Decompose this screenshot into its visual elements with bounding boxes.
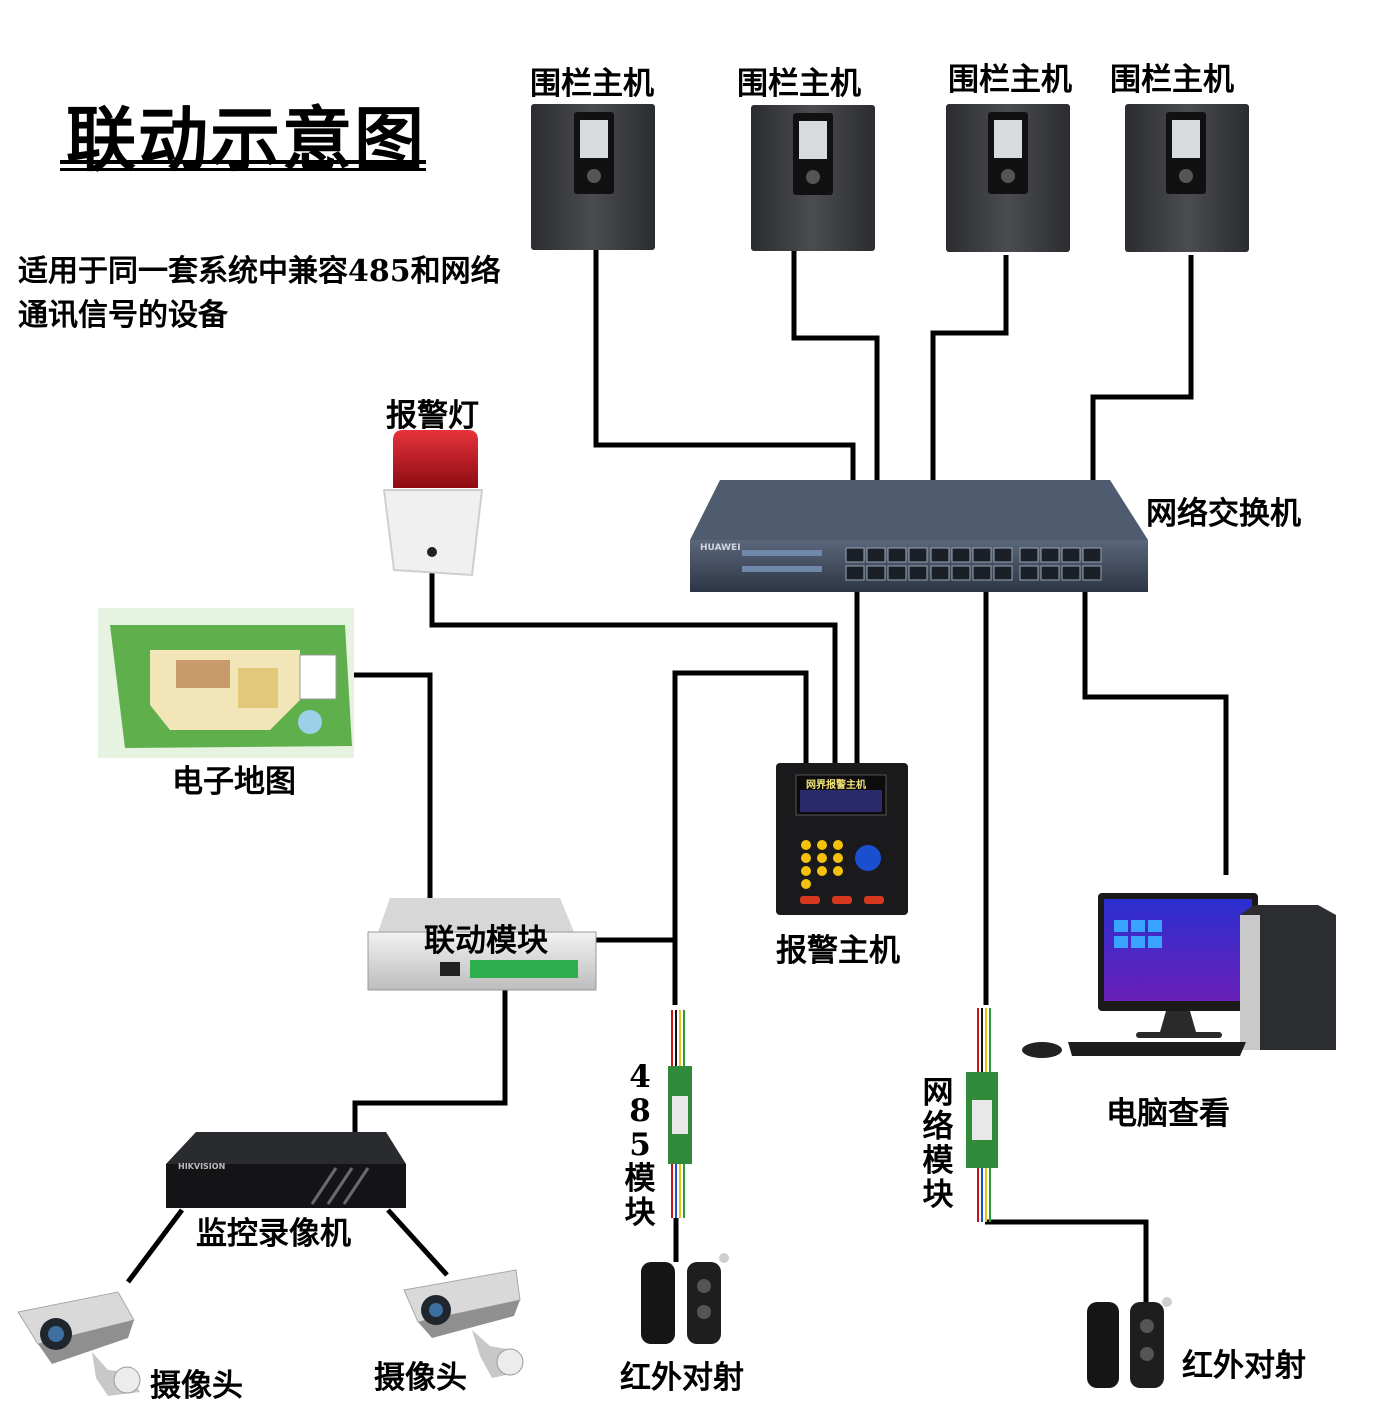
linkage-module-label: 联动模块 — [424, 923, 548, 959]
fence-host-label-2: 围栏主机 — [737, 66, 861, 102]
camera-right-device — [403, 1269, 524, 1378]
network-module-label: 网络模块 — [922, 1075, 954, 1213]
title-underline-thick — [60, 160, 426, 164]
switch-brand: HUAWEI — [700, 543, 741, 553]
nvr-brand: HIKVISION — [178, 1162, 226, 1171]
pc-label: 电脑查看 — [1106, 1096, 1230, 1132]
pc-device — [1022, 893, 1336, 1058]
fence-host-label-3: 围栏主机 — [948, 62, 1072, 98]
linkage-module-device — [367, 898, 597, 991]
wire-map-linkage — [348, 672, 433, 910]
title-underline-thin — [60, 168, 426, 171]
wire-light-alarmhost — [429, 555, 838, 765]
fence-host-device-3 — [946, 104, 1070, 252]
fence-host-device-2 — [751, 105, 875, 251]
subtitle: 适用于同一套系统中兼容485和网络通讯信号的设备 — [18, 254, 501, 333]
wire-switch-pc — [1082, 585, 1229, 875]
nvr-label: 监控录像机 — [196, 1216, 351, 1252]
wire-485-alarmhost — [672, 670, 809, 1005]
ir-left-label: 红外对射 — [620, 1360, 744, 1396]
electronic-map-device — [98, 608, 354, 758]
wire-net-ir — [985, 1219, 1149, 1305]
wire-nvr-cam-left — [126, 1208, 184, 1284]
module-485-label: 485模块 — [624, 1059, 656, 1231]
wire-nvr-cam-right — [386, 1208, 449, 1277]
network-switch-device — [690, 480, 1148, 592]
page-title: 联动示意图 — [66, 99, 426, 181]
wire-fence3-switch — [930, 255, 1009, 555]
nvr-device — [166, 1132, 406, 1208]
camera-right-label: 摄像头 — [374, 1360, 467, 1396]
ir-beam-right-device — [1087, 1297, 1172, 1388]
alarm-light-device — [382, 430, 484, 577]
alarm-host-screen-text: 网界报警主机 — [806, 780, 866, 791]
e-map-label: 电子地图 — [172, 764, 296, 800]
wire-linkage-nvr — [352, 985, 508, 1143]
network-module-device — [966, 1008, 998, 1222]
wire-fence2-switch — [791, 250, 880, 555]
module-485-device — [668, 1010, 692, 1218]
wire-fence4-switch — [1090, 255, 1194, 555]
alarm-host-label: 报警主机 — [776, 933, 900, 969]
ir-right-label: 红外对射 — [1182, 1348, 1306, 1384]
camera-left-label: 摄像头 — [150, 1368, 243, 1404]
fence-host-device-4 — [1125, 104, 1249, 252]
fence-host-label-1: 围栏主机 — [530, 66, 654, 102]
alarm-host-device — [776, 763, 908, 915]
fence-host-device-1 — [531, 104, 655, 250]
alarm-light-label: 报警灯 — [386, 398, 479, 434]
fence-host-label-4: 围栏主机 — [1110, 62, 1234, 98]
ir-beam-left-device — [641, 1253, 729, 1344]
switch-label: 网络交换机 — [1146, 496, 1301, 532]
camera-left-device — [17, 1291, 141, 1396]
